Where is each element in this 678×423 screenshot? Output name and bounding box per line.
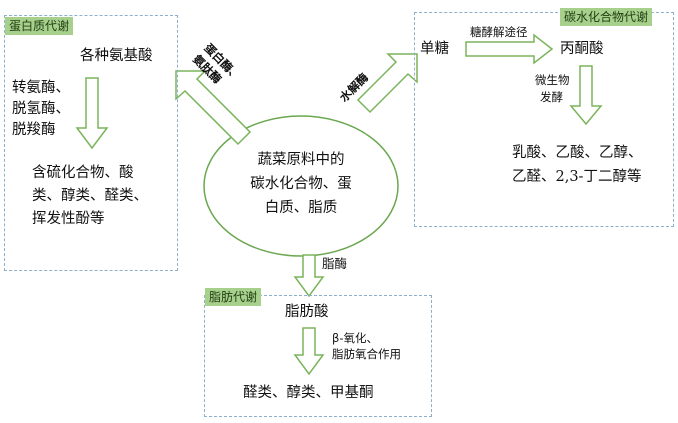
monosaccharide-label: 单糖 (420, 41, 449, 57)
protein-enzyme-3: 脱羧酶 (12, 122, 56, 138)
glycolysis-label: 糖酵解途径 (470, 25, 528, 39)
carb-panel-title: 碳水化合物代谢 (560, 8, 653, 26)
center-line-1: 蔬菜原料中的 (257, 152, 345, 168)
carb-metabolism-panel (414, 12, 674, 227)
arrow-fermentation (569, 65, 603, 126)
fat-metabolism-panel (204, 295, 432, 417)
amino-acids-label: 各种氨基酸 (80, 48, 153, 64)
arrow-amino-to-products (75, 77, 109, 150)
center-line-3: 白质、脂质 (264, 200, 338, 216)
protein-product-3: 挥发性酚等 (32, 211, 105, 227)
arrow-to-fat (293, 254, 325, 298)
protein-panel-title: 蛋白质代谢 (5, 17, 74, 35)
fat-panel-title: 脂肪代谢 (205, 288, 262, 306)
arrow-to-carb (356, 53, 418, 114)
fat-process-2: 脂肪氧合作用 (332, 347, 401, 361)
protein-enzyme-1: 转氨酶、 (12, 80, 70, 96)
center-ellipse (203, 115, 399, 257)
microbe-label-2: 发酵 (540, 90, 563, 104)
microbe-label-1: 微生物 (535, 73, 570, 87)
fat-process-1: β-氧化、 (332, 331, 378, 345)
protein-enzyme-2: 脱氢酶、 (12, 101, 70, 117)
carb-product-1: 乳酸、乙酸、乙醇、 (512, 145, 643, 161)
carb-product-2: 乙醛、2,3-丁二醇等 (512, 169, 642, 185)
center-line-2: 碳水化合物、蛋 (250, 176, 352, 192)
lipase-label: 脂酶 (322, 256, 348, 271)
arrow-glycolysis (465, 33, 554, 65)
fat-products: 醛类、醇类、甲基酮 (243, 385, 374, 401)
arrow-fatty-acid-to-products (293, 327, 325, 376)
fatty-acid-label: 脂肪酸 (285, 304, 329, 320)
pyruvate-label: 丙酮酸 (560, 41, 604, 57)
protein-metabolism-panel (4, 15, 178, 271)
protein-product-1: 含硫化合物、酸 (32, 165, 134, 181)
protein-product-2: 类、醇类、醛类、 (32, 188, 148, 204)
